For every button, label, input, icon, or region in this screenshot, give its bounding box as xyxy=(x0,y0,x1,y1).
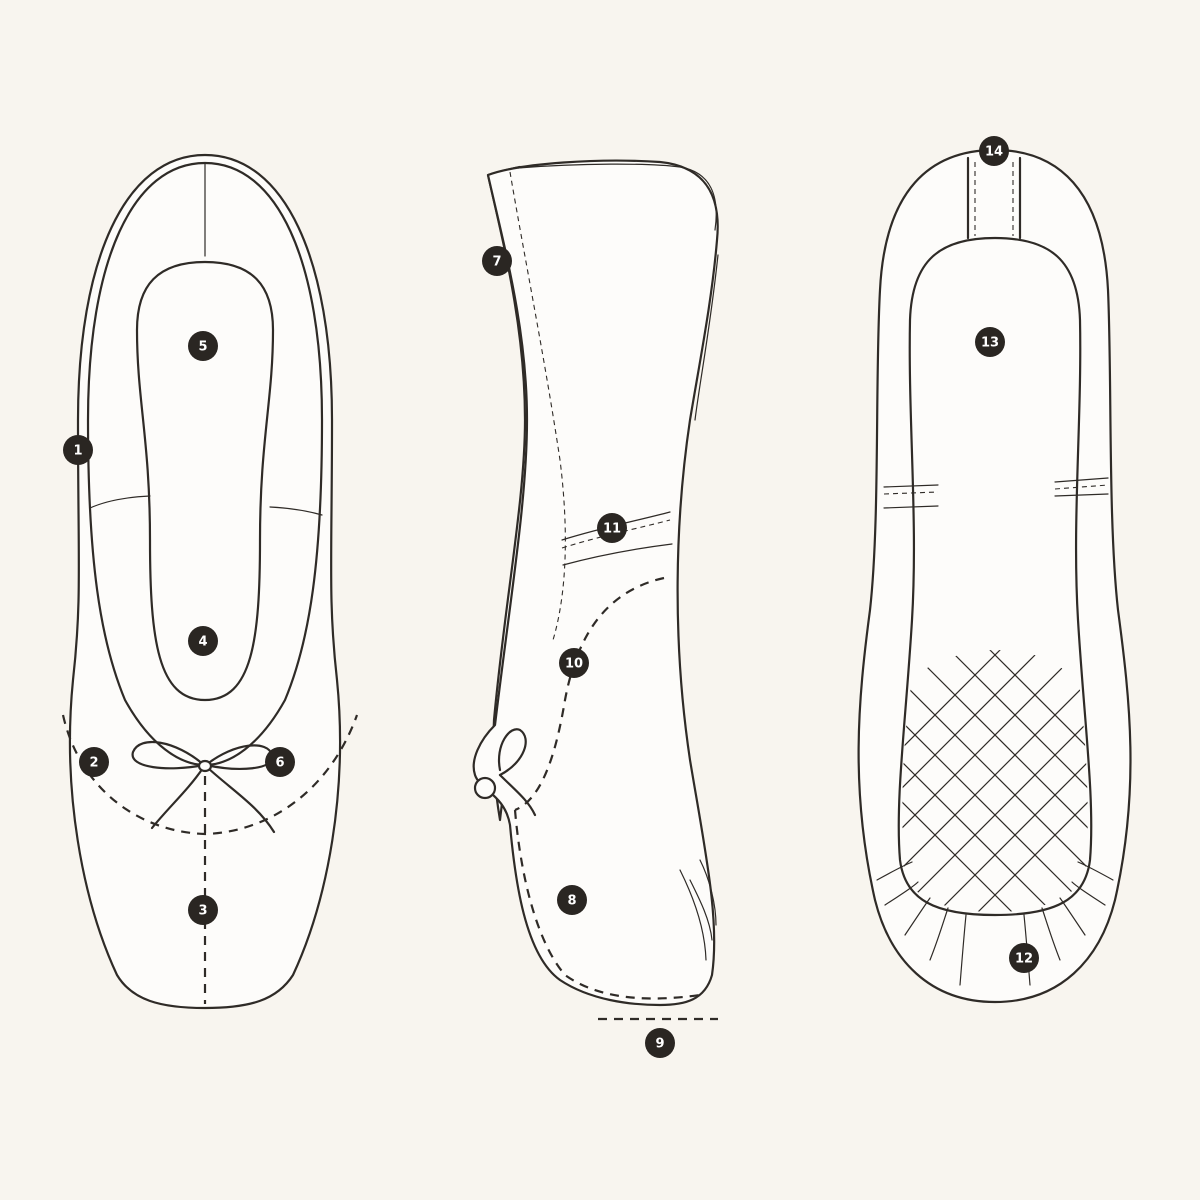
marker-10-label: 10 xyxy=(565,657,583,672)
marker-6-label: 6 xyxy=(275,756,284,771)
top-view-quarter-seam-right xyxy=(269,506,323,516)
marker-12-label: 12 xyxy=(1015,952,1033,967)
marker-6: 6 xyxy=(265,747,295,777)
marker-4-label: 4 xyxy=(198,635,207,650)
pleat-3 xyxy=(904,897,931,936)
side-view-pleat-2 xyxy=(679,869,707,961)
marker-13: 13 xyxy=(975,327,1005,357)
pleat-10 xyxy=(1077,861,1114,881)
side-view-bow xyxy=(473,728,537,817)
marker-1-label: 1 xyxy=(73,444,82,459)
pleat-4 xyxy=(929,907,949,961)
hatch-b6 xyxy=(959,779,1088,912)
hatch-b2 xyxy=(902,659,1088,891)
side-bow-loop xyxy=(497,728,527,777)
marker-3-label: 3 xyxy=(198,904,207,919)
sole-view-waist-seam-left-1 xyxy=(883,484,939,488)
sole-view-waist-seam-left-2 xyxy=(883,505,939,509)
side-view xyxy=(472,159,719,1021)
marker-4: 4 xyxy=(188,626,218,656)
marker-11-label: 11 xyxy=(603,522,621,537)
marker-9: 9 xyxy=(645,1028,675,1058)
side-view-collar xyxy=(517,163,717,231)
marker-1: 1 xyxy=(63,435,93,465)
marker-2: 2 xyxy=(79,747,109,777)
marker-13-label: 13 xyxy=(981,336,999,351)
marker-9-label: 9 xyxy=(655,1037,664,1052)
side-view-quarter-stitch xyxy=(561,519,671,549)
marker-14-label: 14 xyxy=(985,145,1003,160)
side-view-drawstring-stitch xyxy=(514,576,665,812)
pleat-2 xyxy=(884,881,919,906)
marker-5-label: 5 xyxy=(198,340,207,355)
bow-knot xyxy=(197,759,213,773)
marker-5: 5 xyxy=(188,331,218,361)
marker-3: 3 xyxy=(188,895,218,925)
hatch-b5 xyxy=(929,739,1088,912)
side-view-sole-stitch xyxy=(513,809,701,1000)
marker-2-label: 2 xyxy=(89,756,98,771)
side-view-quarter-seam-lower xyxy=(562,543,673,566)
marker-12: 12 xyxy=(1009,943,1039,973)
top-view xyxy=(61,153,359,1010)
hatch-b1 xyxy=(902,699,1088,911)
pleat-5 xyxy=(959,914,967,986)
side-bow-tail xyxy=(498,773,537,817)
bow-tail-left xyxy=(150,766,205,830)
side-view-pleat-3 xyxy=(699,859,717,926)
marker-8: 8 xyxy=(557,885,587,915)
pleat-8 xyxy=(1059,897,1086,936)
sole-view-waist-seam-right-2 xyxy=(1054,493,1109,497)
sole-view-waist-stitch-left xyxy=(883,491,939,495)
side-bow-ring xyxy=(473,776,497,800)
sole-view-heel-tab xyxy=(966,156,1022,240)
pleat-9 xyxy=(1071,881,1106,906)
hatch-a5 xyxy=(902,739,1061,912)
sole-view-toe-pleats xyxy=(876,861,1114,986)
top-view-insole xyxy=(135,260,275,702)
marker-14: 14 xyxy=(979,136,1009,166)
sole-view-sole-panel xyxy=(897,236,1093,917)
bow-tail-right xyxy=(206,766,276,834)
pleat-7 xyxy=(1041,907,1061,961)
sole-view-waist-seam-right-1 xyxy=(1054,477,1109,483)
sole-view xyxy=(857,148,1132,1004)
marker-7-label: 7 xyxy=(492,255,501,270)
marker-11: 11 xyxy=(597,513,627,543)
marker-10: 10 xyxy=(559,648,589,678)
hatch-b3 xyxy=(902,650,1088,861)
side-view-outer-outline xyxy=(472,159,719,1007)
hatch-b7 xyxy=(902,650,1051,791)
markers: 1 2 3 4 5 6 7 8 9 10 11 12 13 14 xyxy=(63,136,1039,1058)
marker-7: 7 xyxy=(482,246,512,276)
bow-loop-left xyxy=(131,740,206,770)
side-view-pleat-1 xyxy=(689,879,713,941)
marker-8-label: 8 xyxy=(567,894,576,909)
side-view-collar-inner xyxy=(694,254,719,421)
hatch-a3 xyxy=(902,650,1088,861)
pleat-1 xyxy=(876,861,913,881)
top-view-quarter-seam-left xyxy=(89,495,151,509)
sole-view-outer-outline xyxy=(857,148,1132,1004)
